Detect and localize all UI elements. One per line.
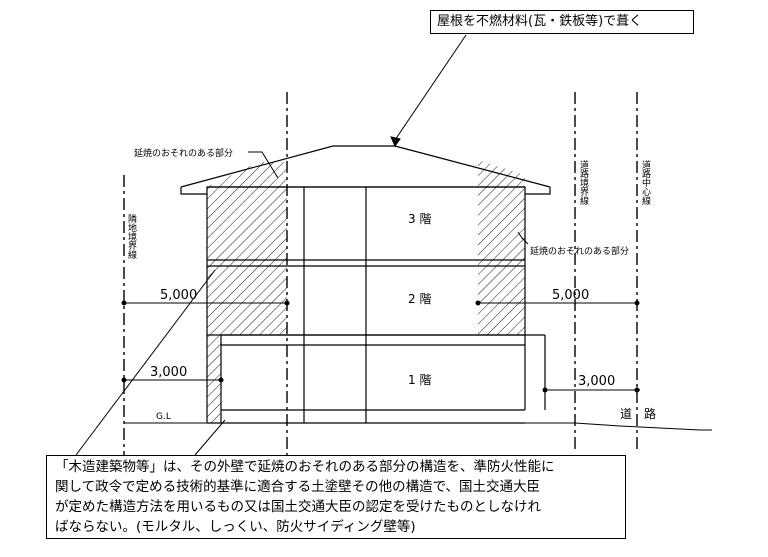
- regulation-note-line: ばならない。(モルタル、しっくい、防火サイディング壁等): [55, 519, 416, 535]
- regulation-note-line: 関して政令で定める技術的基準に適合する土塗壁その他の構造で、国土交通大臣: [55, 479, 541, 495]
- fire-spread-label-left: 延焼のおそれのある部分: [134, 147, 233, 159]
- dimension-right-upper: 5,000: [552, 288, 589, 303]
- fire-spread-label-right: 延焼のおそれのある部分: [530, 245, 629, 257]
- regulation-note-line: が定めた構造方法を用いるもの又は国土交通大臣の認定を受けたものとしなけれ: [55, 499, 541, 515]
- road-label: 道 路: [620, 406, 656, 421]
- regulation-note-callout: 「木造建築物等」は、その外壁で延焼のおそれのある部分の構造を、準防火性能に 関し…: [46, 455, 626, 539]
- dimension-left-lower: 3,000: [150, 365, 187, 380]
- road-boundary-label: 道路境界線: [578, 159, 589, 205]
- dimension-left-upper: 5,000: [160, 288, 197, 303]
- floor-3-label: 3 階: [408, 211, 431, 226]
- regulation-note-line: 「木造建築物等」は、その外壁で延焼のおそれのある部分の構造を、準防火性能に: [55, 459, 555, 475]
- floor-1-label: 1 階: [408, 372, 431, 387]
- ground-level-label: G.L: [156, 412, 171, 422]
- adjacent-boundary-label: 隣地境界線: [126, 213, 137, 259]
- roof-note-callout: 屋根を不燃材料(瓦・鉄板等)で葺く: [430, 10, 694, 34]
- building-body: [206, 186, 546, 424]
- floor-2-label: 2 階: [408, 291, 431, 306]
- fire-spread-zone-right: [478, 160, 525, 335]
- road-center-label: 道路中心線: [640, 159, 651, 205]
- reference-lines: [123, 92, 638, 455]
- leader-lines: [75, 34, 529, 456]
- dimension-right-lower: 3,000: [578, 374, 615, 389]
- fire-spread-zone-left: [207, 162, 287, 423]
- dimension-lines: [121, 300, 640, 393]
